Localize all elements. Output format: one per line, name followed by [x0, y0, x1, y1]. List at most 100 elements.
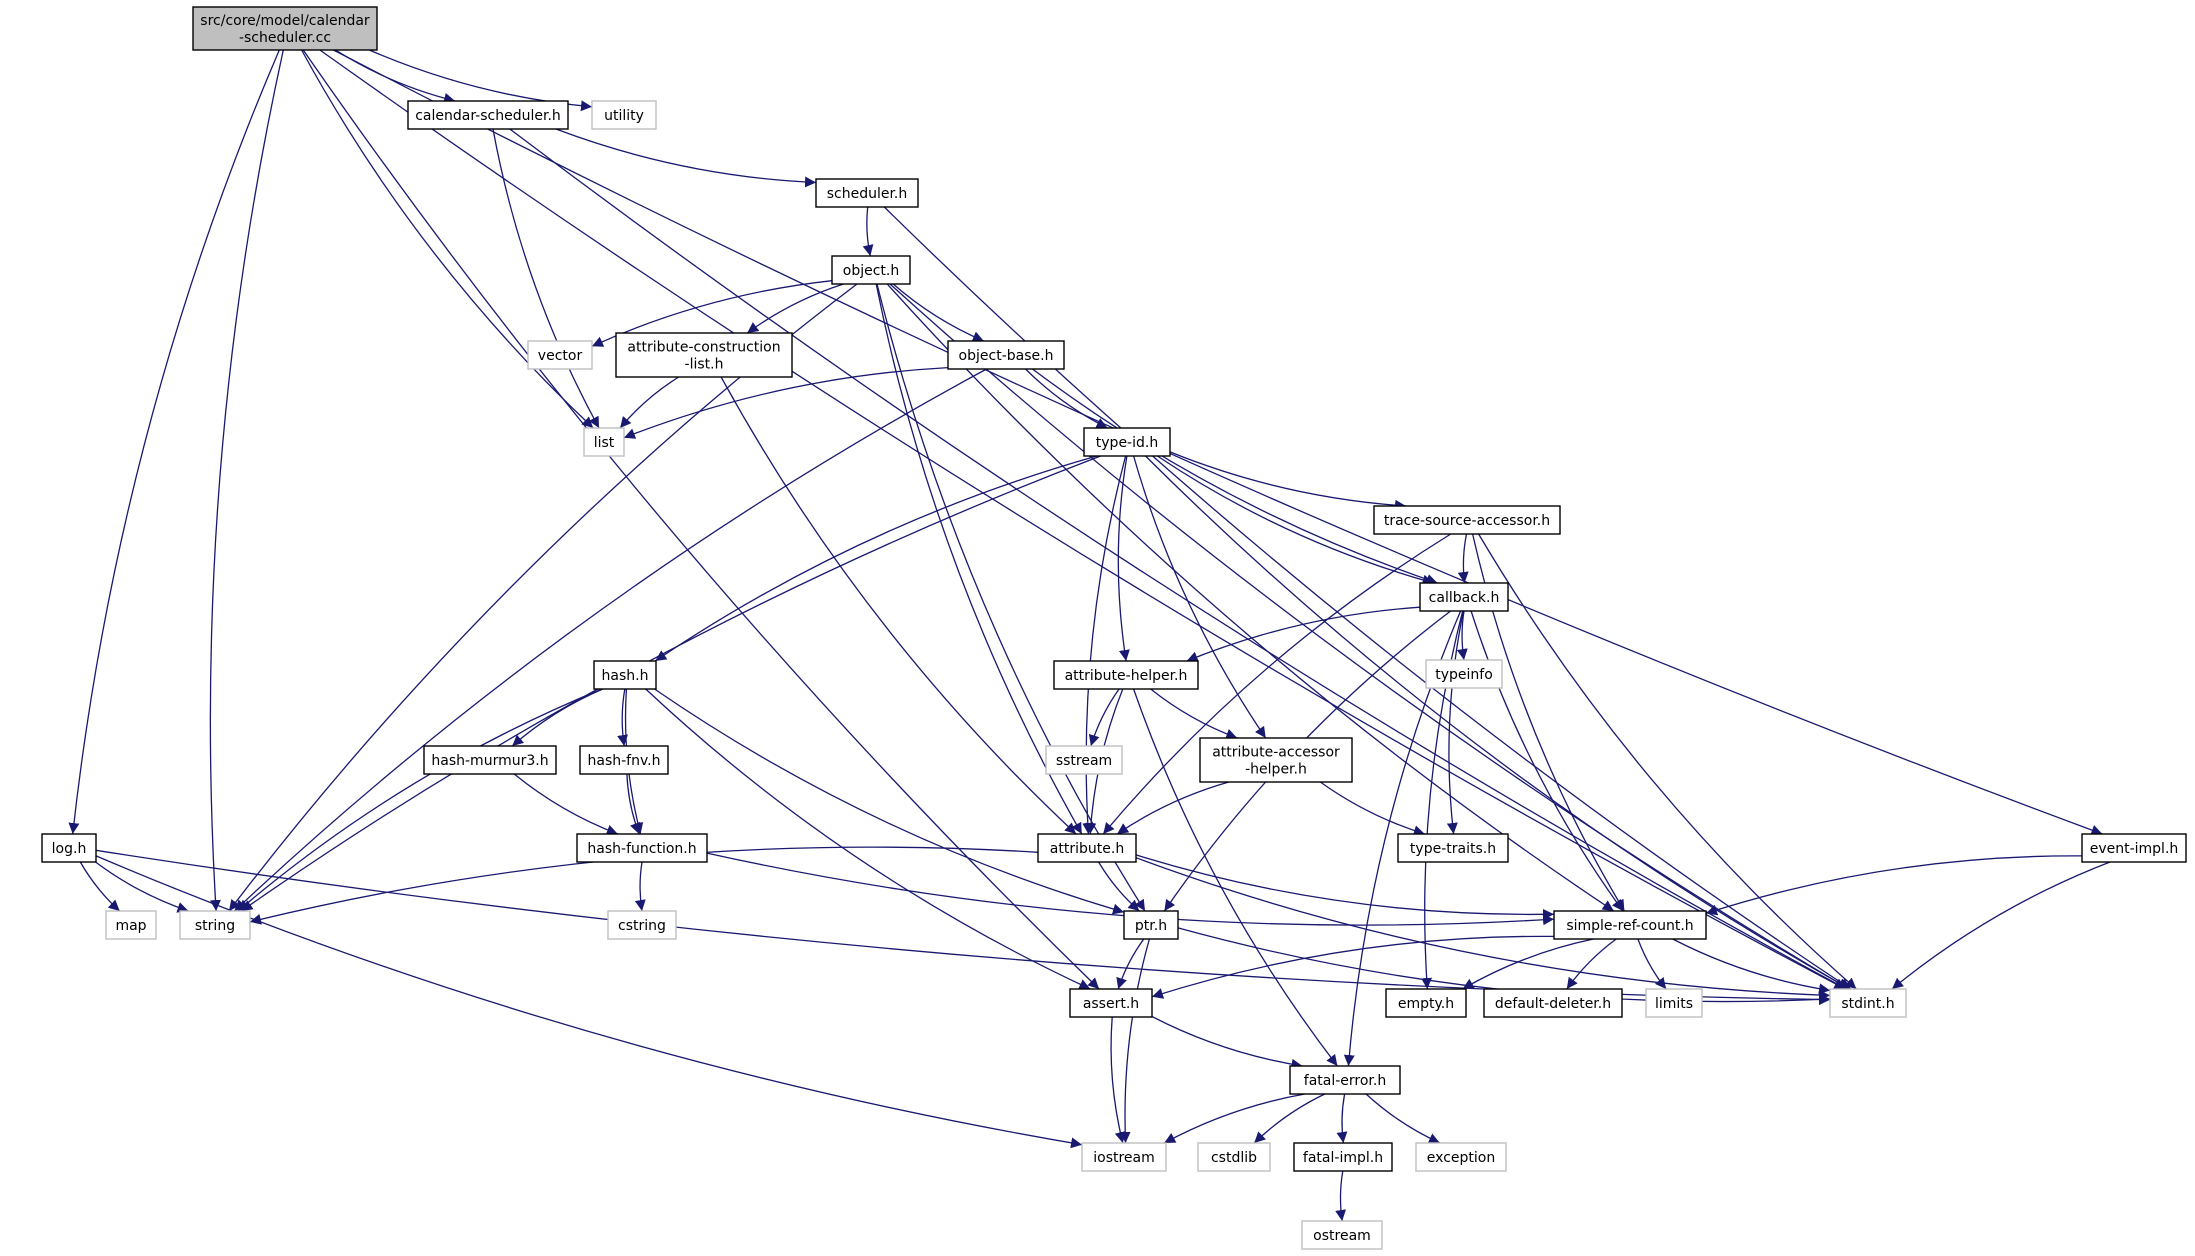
edge-object-base-h-to-string — [233, 368, 987, 912]
node-label: default-deleter.h — [1495, 996, 1611, 1012]
node-stdint-h: stdint.h — [1829, 988, 1907, 1018]
node-label: event-impl.h — [2090, 841, 2179, 857]
node-ostream: ostream — [1301, 1220, 1383, 1250]
edge-attribute-h-to-simple-ref-count-h — [1135, 854, 1555, 920]
edge-type-id-h-to-attribute-h — [1082, 455, 1127, 835]
node-object-base-h[interactable]: object-base.h — [947, 340, 1065, 370]
node-label: iostream — [1093, 1150, 1155, 1166]
node-type-traits-h[interactable]: type-traits.h — [1397, 833, 1509, 863]
node-event-impl-h[interactable]: event-impl.h — [2081, 833, 2187, 863]
edge-callback-h-to-typeinfo — [1456, 610, 1468, 661]
edge-attribute-accessor-helper-h-to-type-traits-h — [1319, 781, 1425, 836]
node-label: callback.h — [1429, 590, 1500, 606]
node-label: hash-fnv.h — [588, 753, 661, 769]
edge-hash-h-to-hash-murmur3-h — [511, 688, 604, 747]
edge-fatal-error-h-to-exception — [1365, 1093, 1441, 1144]
node-assert-h[interactable]: assert.h — [1069, 988, 1153, 1018]
node-label: fatal-error.h — [1304, 1073, 1386, 1089]
node-root[interactable]: src/core/model/calendar-scheduler.cc — [192, 6, 378, 51]
edge-log-h-to-map — [79, 861, 121, 912]
edge-simple-ref-count-h-to-empty-h — [1462, 938, 1594, 990]
edge-callback-h-to-simple-ref-count-h — [1470, 610, 1624, 912]
node-attribute-accessor-helper-h[interactable]: attribute-accessor-helper.h — [1199, 737, 1353, 783]
node-label: ptr.h — [1135, 918, 1167, 934]
node-label: attribute-accessor — [1212, 745, 1340, 761]
node-label: scheduler.h — [827, 186, 908, 202]
edge-type-id-h-to-callback-h — [1157, 455, 1434, 586]
node-hash-fnv-h[interactable]: hash-fnv.h — [579, 745, 669, 775]
node-typeinfo: typeinfo — [1425, 659, 1503, 689]
node-label: -scheduler.cc — [239, 30, 331, 46]
node-label: limits — [1655, 996, 1693, 1012]
node-hash-murmur3-h[interactable]: hash-murmur3.h — [423, 745, 557, 775]
node-ptr-h[interactable]: ptr.h — [1123, 910, 1179, 940]
edge-object-h-to-ptr-h — [876, 283, 1146, 912]
node-hash-function-h[interactable]: hash-function.h — [576, 833, 708, 863]
node-label: log.h — [52, 841, 87, 857]
edge-attribute-construction-list-h-to-attribute-h — [720, 376, 1077, 835]
node-label: hash-function.h — [587, 841, 696, 857]
edge-fatal-error-h-to-iostream — [1163, 1093, 1305, 1144]
node-label: hash-murmur3.h — [431, 753, 548, 769]
node-label: hash.h — [602, 668, 649, 684]
edge-object-h-to-attribute-h — [875, 283, 1083, 835]
node-label: string — [195, 918, 235, 934]
edge-attribute-helper-h-to-attribute-accessor-helper-h — [1150, 688, 1238, 740]
node-log-h[interactable]: log.h — [41, 833, 97, 863]
node-label: trace-source-accessor.h — [1384, 513, 1550, 529]
node-map: map — [105, 910, 157, 940]
edge-scheduler-h-to-stdint-h — [883, 206, 1852, 990]
edge-attribute-h-to-stdint-h — [1135, 857, 1831, 1001]
edge-event-impl-h-to-stdint-h — [1891, 861, 2111, 990]
edge-object-h-to-object-base-h — [892, 283, 985, 342]
node-label: simple-ref-count.h — [1566, 918, 1693, 934]
node-label: empty.h — [1398, 996, 1454, 1012]
node-label: list — [594, 435, 615, 451]
node-attribute-h[interactable]: attribute.h — [1037, 833, 1137, 863]
node-label: stdint.h — [1841, 996, 1894, 1012]
edge-object-base-h-to-type-id-h — [1025, 368, 1108, 429]
node-label: type-id.h — [1096, 435, 1158, 451]
node-trace-source-accessor-h[interactable]: trace-source-accessor.h — [1373, 505, 1561, 535]
edge-trace-source-accessor-h-to-stdint-h — [1478, 533, 1857, 990]
edge-root-to-event-impl-h — [333, 49, 2103, 836]
node-exception: exception — [1415, 1142, 1507, 1172]
edge-log-h-to-iostream — [95, 855, 1083, 1149]
node-label: map — [115, 918, 146, 934]
edge-callback-h-to-attribute-helper-h — [1186, 606, 1421, 662]
node-callback-h[interactable]: callback.h — [1419, 582, 1509, 612]
node-fatal-error-h[interactable]: fatal-error.h — [1289, 1065, 1401, 1095]
edge-object-h-to-attribute-construction-list-h — [746, 283, 844, 334]
edge-attribute-helper-h-to-sstream — [1088, 688, 1120, 747]
node-empty-h[interactable]: empty.h — [1385, 988, 1467, 1018]
edge-scheduler-h-to-object-h — [862, 206, 874, 257]
edge-log-h-to-string — [95, 861, 189, 913]
node-scheduler-h[interactable]: scheduler.h — [815, 178, 919, 208]
node-fatal-impl-h[interactable]: fatal-impl.h — [1293, 1142, 1393, 1172]
node-hash-h[interactable]: hash.h — [593, 660, 657, 690]
edge-hash-h-to-hash-fnv-h — [617, 688, 629, 747]
edge-hash-fnv-h-to-hash-function-h — [626, 773, 641, 835]
edge-object-h-to-stdint-h — [889, 283, 1850, 990]
node-label: cstring — [618, 918, 666, 934]
node-label: utility — [604, 108, 644, 124]
edge-event-impl-h-to-simple-ref-count-h — [1705, 855, 2083, 916]
edge-simple-ref-count-h-to-stdint-h — [1672, 938, 1831, 995]
edge-calendar-scheduler-h-to-scheduler-h — [555, 128, 817, 188]
edge-hash-h-to-string — [237, 688, 603, 912]
node-type-id-h[interactable]: type-id.h — [1083, 427, 1171, 457]
node-simple-ref-count-h[interactable]: simple-ref-count.h — [1553, 910, 1707, 940]
node-attribute-helper-h[interactable]: attribute-helper.h — [1053, 660, 1199, 690]
edge-root-to-stdint-h — [319, 49, 1846, 990]
edge-root-to-utility — [369, 49, 593, 112]
edge-hash-function-h-to-cstring — [634, 861, 646, 912]
edge-object-base-h-to-callback-h — [1032, 368, 1438, 585]
node-label: object.h — [843, 263, 899, 279]
node-default-deleter-h[interactable]: default-deleter.h — [1483, 988, 1623, 1018]
node-attribute-construction-list-h[interactable]: attribute-construction-list.h — [615, 332, 793, 378]
edge-root-to-log-h — [68, 49, 280, 835]
node-calendar-scheduler-h[interactable]: calendar-scheduler.h — [407, 100, 569, 130]
edge-attribute-construction-list-h-to-list — [619, 376, 680, 429]
node-object-h[interactable]: object.h — [831, 255, 911, 285]
